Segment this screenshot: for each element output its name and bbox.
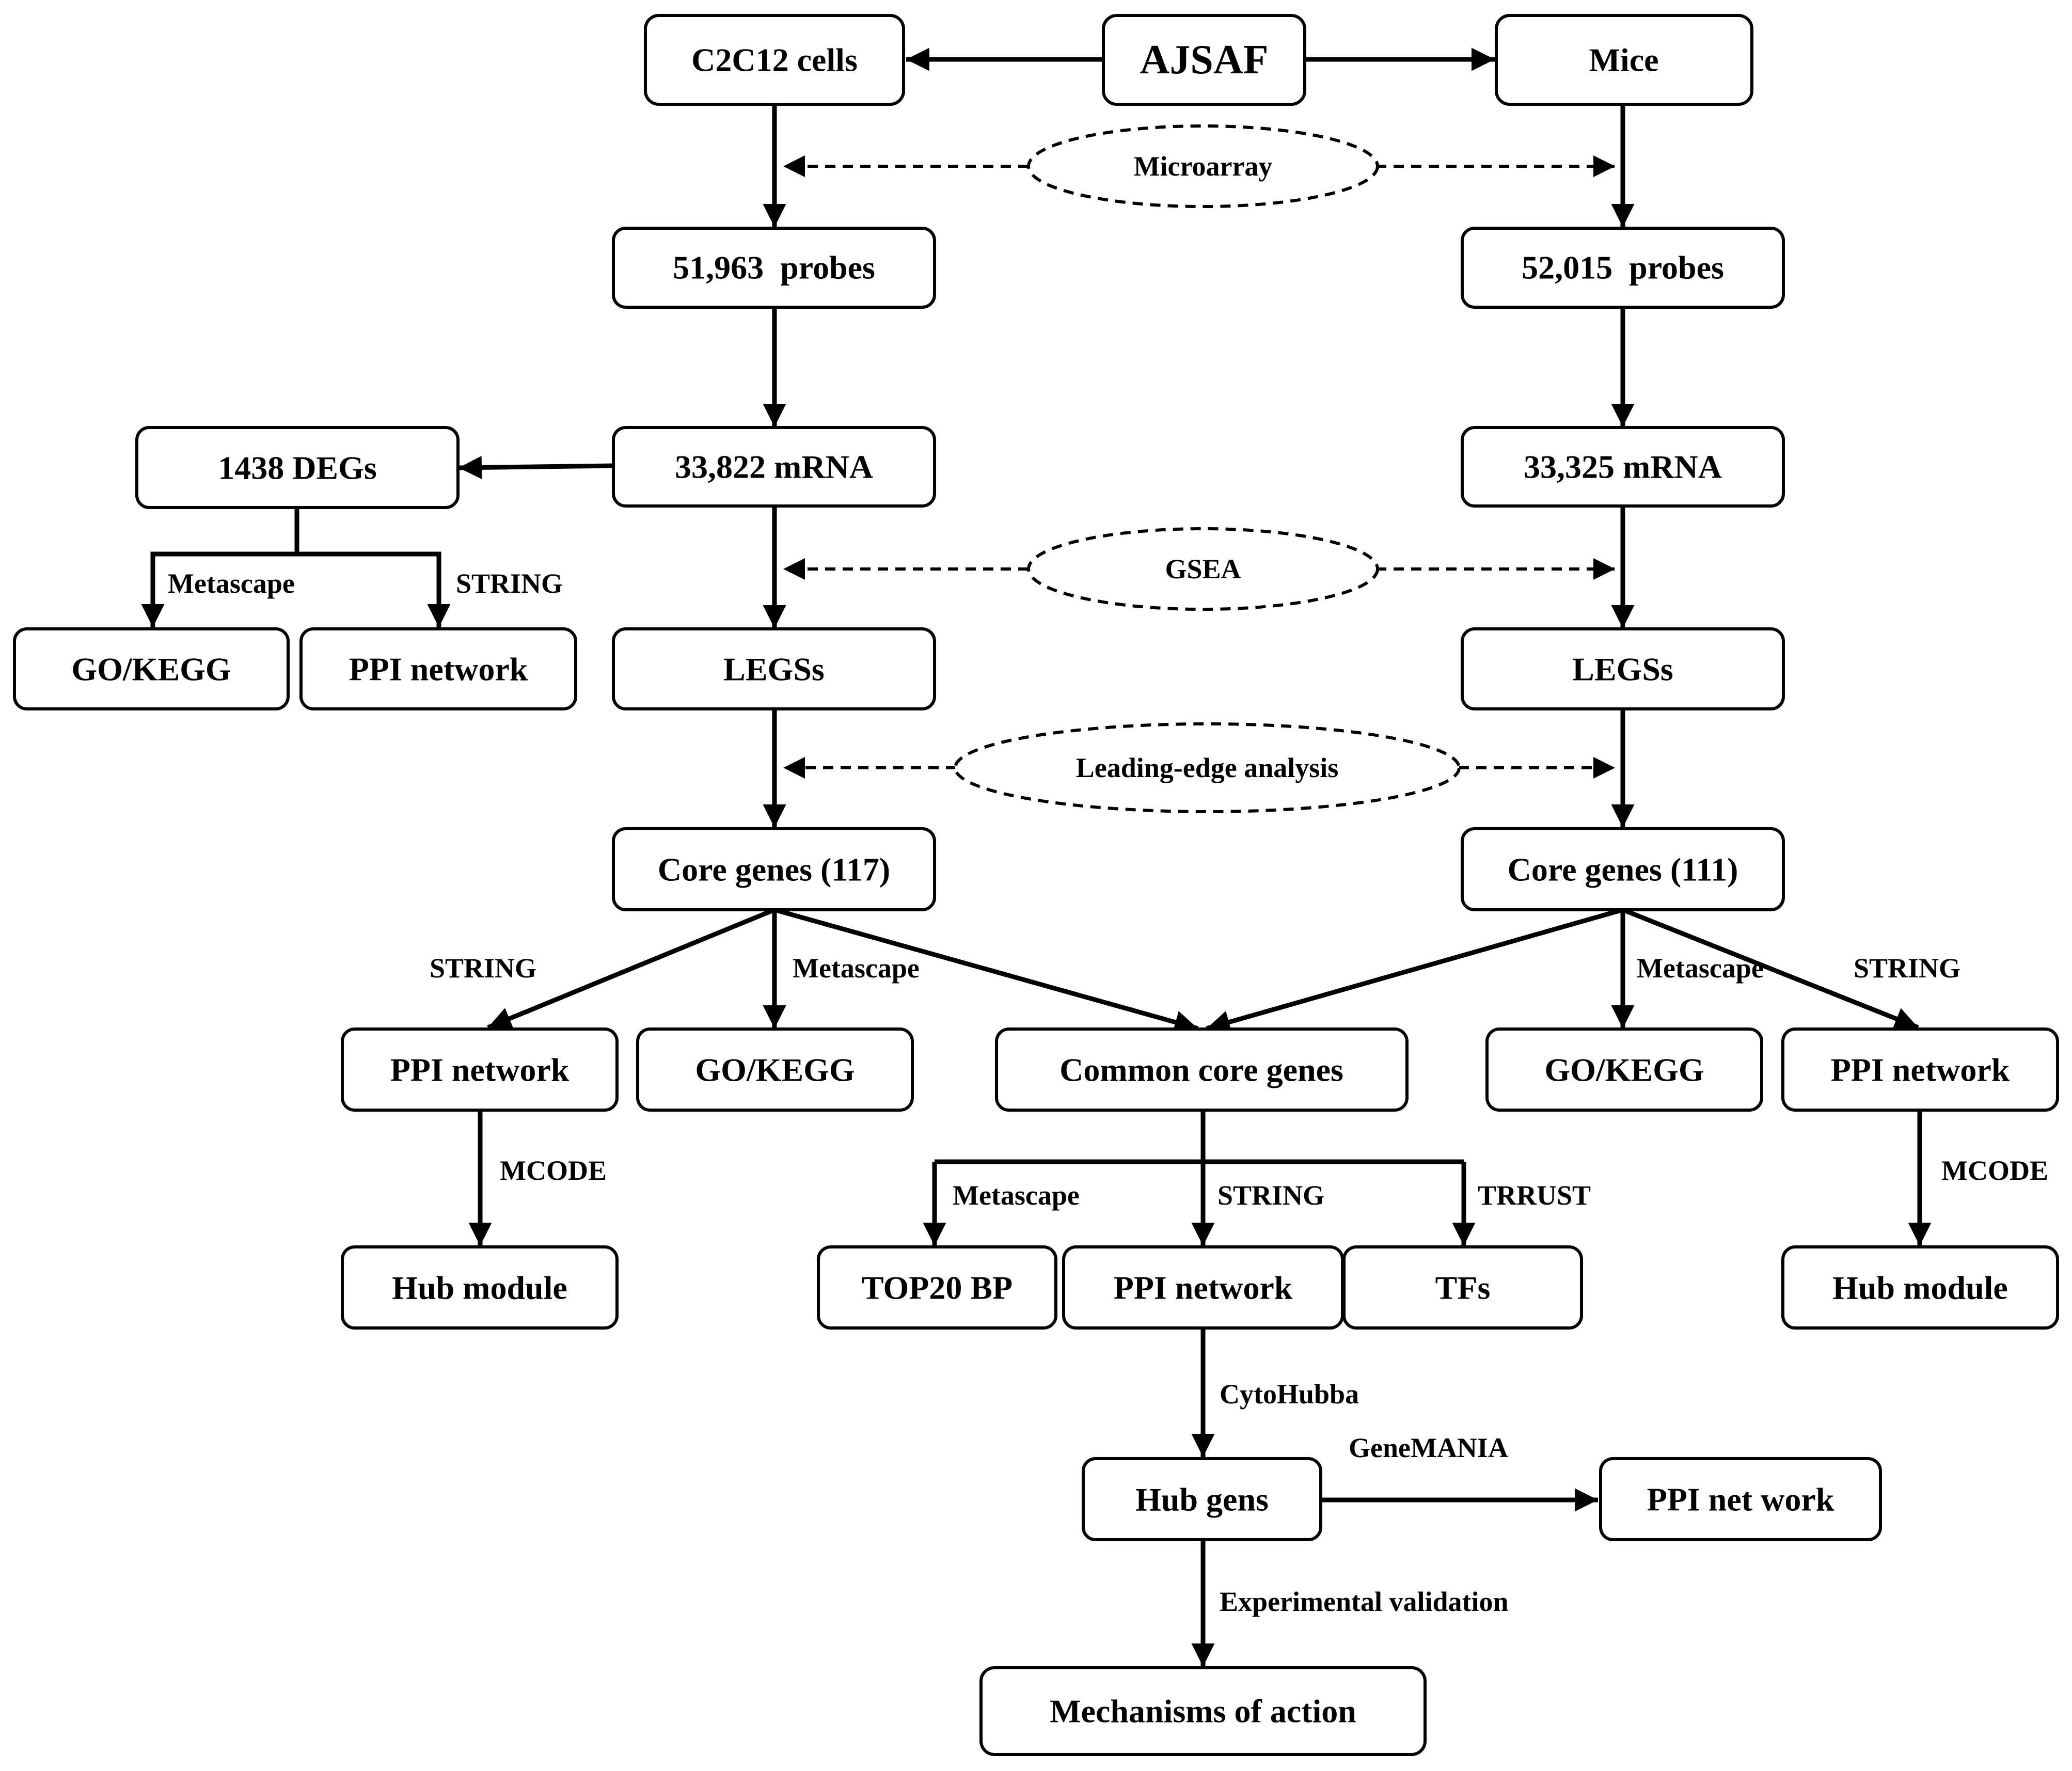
- node-hub-module-right-label: Hub module: [1832, 1270, 2008, 1306]
- ellipse-microarray-label: Microarray: [1134, 151, 1273, 182]
- node-probes-left: 51,963 probes: [612, 227, 936, 309]
- node-gokegg-left-label: GO/KEGG: [695, 1052, 855, 1088]
- node-core-genes-left-label: Core genes (117): [658, 851, 890, 888]
- label-metascape-core-left: Metascape: [793, 953, 920, 984]
- ellipse-gsea: GSEA: [1027, 527, 1379, 611]
- ellipse-microarray: Microarray: [1027, 124, 1379, 208]
- node-ppi-common-label: PPI network: [1114, 1270, 1293, 1306]
- node-top20-bp-label: TOP20 BP: [862, 1270, 1013, 1306]
- node-common-core-genes: Common core genes: [995, 1027, 1409, 1112]
- node-ppi-net-work: PPI net work: [1599, 1457, 1882, 1541]
- arrow-core-left-to-common: [773, 907, 1199, 1034]
- node-ppi-left-label: PPI network: [390, 1052, 570, 1088]
- node-mrna-left: 33,822 mRNA: [612, 426, 936, 508]
- node-ppi-degs: PPI network: [299, 627, 577, 710]
- arrow-core-right-to-ppi: [1622, 907, 1919, 1030]
- node-1438-degs: 1438 DEGs: [135, 426, 460, 509]
- node-mrna-left-label: 33,822 mRNA: [675, 449, 873, 485]
- node-hub-module-left: Hub module: [341, 1245, 619, 1330]
- label-trrust-common: TRRUST: [1478, 1180, 1591, 1211]
- label-cytohubba: CytoHubba: [1220, 1379, 1359, 1410]
- label-genemania: GeneMANIA: [1349, 1432, 1508, 1463]
- node-probes-left-label: 51,963 probes: [673, 249, 875, 286]
- node-top20-bp: TOP20 BP: [817, 1245, 1057, 1330]
- node-mice-label: Mice: [1589, 42, 1659, 78]
- label-mcode-left: MCODE: [500, 1155, 607, 1186]
- label-string-core-right: STRING: [1854, 953, 1960, 984]
- node-core-genes-right-label: Core genes (111): [1508, 851, 1738, 888]
- node-hub-module-left-label: Hub module: [392, 1270, 567, 1306]
- node-ppi-left: PPI network: [341, 1027, 619, 1112]
- label-mcode-right: MCODE: [1941, 1155, 2048, 1186]
- node-ppi-right-label: PPI network: [1831, 1052, 2010, 1088]
- node-common-core-genes-label: Common core genes: [1059, 1052, 1343, 1088]
- label-metascape-core-right: Metascape: [1637, 953, 1764, 984]
- node-legss-right: LEGSs: [1461, 627, 1785, 710]
- arrow-core-left-to-ppi: [487, 907, 776, 1030]
- node-ppi-right: PPI network: [1781, 1027, 2059, 1112]
- node-probes-right: 52,015 probes: [1461, 227, 1785, 309]
- label-metascape-degs: Metascape: [168, 568, 295, 599]
- node-ppi-degs-label: PPI network: [349, 651, 528, 688]
- node-mrna-right-label: 33,325 mRNA: [1524, 449, 1722, 485]
- node-c2c12-cells: C2C12 cells: [644, 14, 905, 106]
- node-mechanisms-of-action: Mechanisms of action: [979, 1666, 1427, 1756]
- node-ppi-common: PPI network: [1062, 1245, 1344, 1330]
- node-gokegg-degs-label: GO/KEGG: [71, 651, 231, 688]
- node-gokegg-left: GO/KEGG: [636, 1027, 914, 1112]
- node-c2c12-cells-label: C2C12 cells: [691, 42, 858, 78]
- arrow-core-right-to-common: [1206, 907, 1624, 1034]
- node-core-genes-right: Core genes (111): [1461, 827, 1785, 911]
- ellipse-leading-edge: Leading-edge analysis: [954, 722, 1461, 813]
- node-hub-gens-label: Hub gens: [1135, 1481, 1269, 1518]
- connectors: [141, 48, 1932, 1667]
- node-hub-gens: Hub gens: [1082, 1457, 1322, 1541]
- arrow-mrna-to-degs: [458, 455, 614, 479]
- node-legss-left: LEGSs: [612, 627, 936, 710]
- node-ajsaf-label: AJSAF: [1140, 37, 1269, 83]
- node-tfs-label: TFs: [1435, 1270, 1491, 1306]
- degs-branch: [141, 509, 299, 627]
- edge-labels: Metascape STRING STRING Metascape Metasc…: [168, 568, 2048, 1617]
- node-hub-module-right: Hub module: [1781, 1245, 2059, 1330]
- label-metascape-common: Metascape: [953, 1180, 1080, 1211]
- node-legss-left-label: LEGSs: [723, 651, 825, 688]
- node-core-genes-left: Core genes (117): [612, 827, 936, 911]
- label-string-core-left: STRING: [430, 953, 536, 984]
- node-mechanisms-of-action-label: Mechanisms of action: [1050, 1693, 1356, 1730]
- ellipse-leading-edge-label: Leading-edge analysis: [1076, 752, 1339, 783]
- node-1438-degs-label: 1438 DEGs: [218, 450, 377, 486]
- node-gokegg-right: GO/KEGG: [1485, 1027, 1763, 1112]
- label-string-degs: STRING: [456, 568, 563, 599]
- label-string-common: STRING: [1217, 1180, 1324, 1211]
- node-ajsaf: AJSAF: [1102, 14, 1306, 106]
- node-gokegg-right-label: GO/KEGG: [1544, 1052, 1704, 1088]
- node-tfs: TFs: [1342, 1245, 1583, 1330]
- node-probes-right-label: 52,015 probes: [1522, 249, 1724, 286]
- degs-branch-right: [297, 551, 451, 627]
- ellipse-gsea-label: GSEA: [1165, 554, 1241, 584]
- node-ppi-net-work-label: PPI net work: [1647, 1481, 1834, 1518]
- node-mrna-right: 33,325 mRNA: [1461, 426, 1785, 508]
- node-mice: Mice: [1495, 14, 1753, 106]
- label-experimental-validation: Experimental validation: [1220, 1586, 1509, 1617]
- node-gokegg-degs: GO/KEGG: [13, 627, 290, 710]
- node-legss-right-label: LEGSs: [1572, 651, 1673, 688]
